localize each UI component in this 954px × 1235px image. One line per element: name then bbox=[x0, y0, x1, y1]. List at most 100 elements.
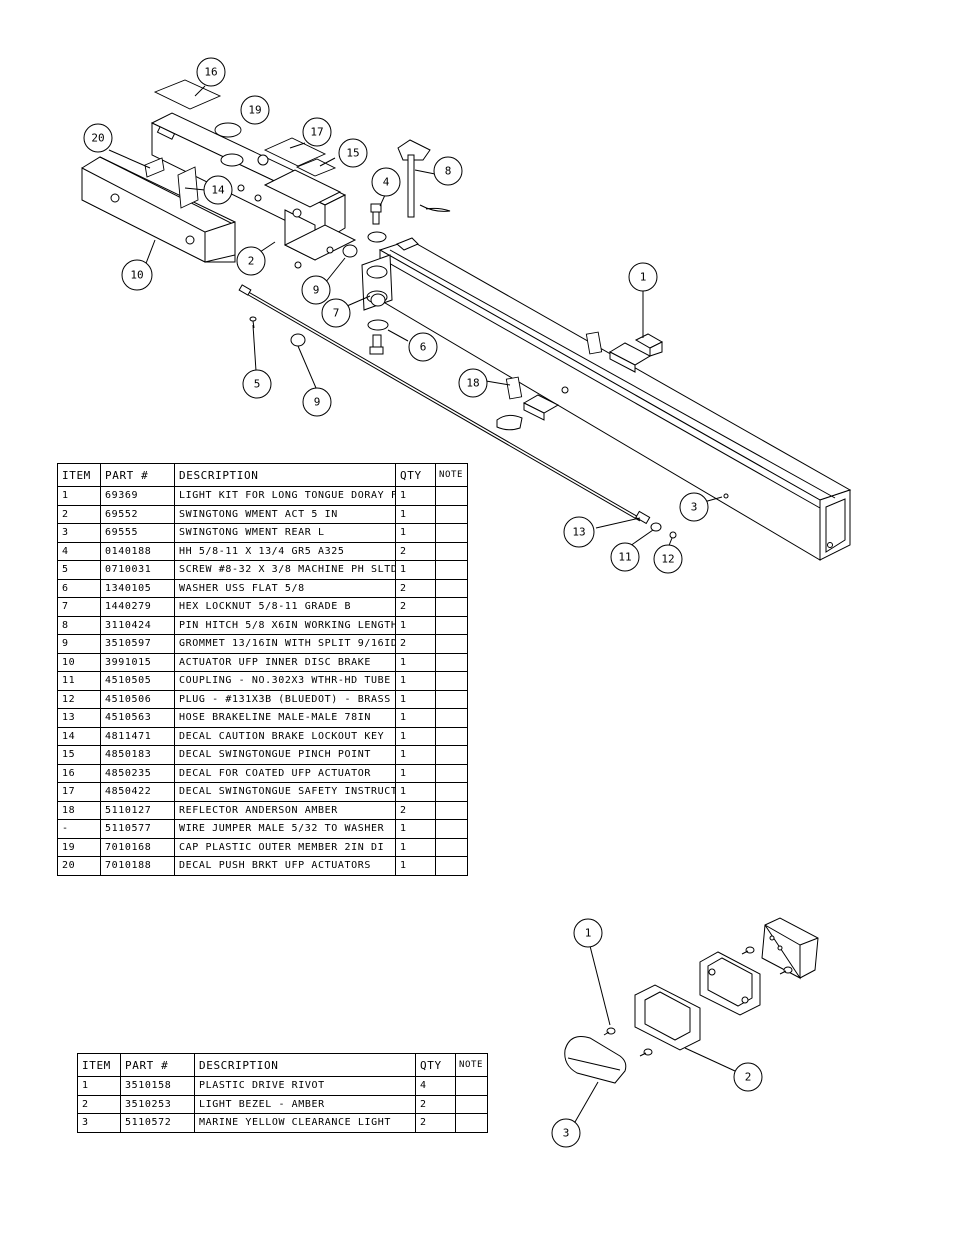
cell-qty: 1 bbox=[395, 652, 436, 672]
cell-qty: 1 bbox=[395, 819, 436, 839]
callout-2: 2 bbox=[237, 247, 265, 275]
callout-light-2-text: 2 bbox=[745, 1071, 752, 1084]
callout-13: 13 bbox=[564, 517, 594, 547]
cell-description: PLUG - #131X3B (BLUEDOT) - BRASS bbox=[174, 689, 396, 709]
cell-qty: 1 bbox=[395, 560, 436, 580]
cell-note bbox=[435, 782, 468, 802]
tongue-beam bbox=[380, 238, 850, 560]
callout-1-text: 1 bbox=[640, 271, 647, 284]
cell-item: 7 bbox=[57, 597, 101, 617]
cell-part: 3510158 bbox=[120, 1076, 195, 1096]
callout-light-1: 1 bbox=[574, 919, 602, 947]
callout-light-3: 3 bbox=[552, 1119, 580, 1147]
cell-part: 69552 bbox=[100, 504, 175, 524]
cell-description: DECAL PUSH BRKT UFP ACTUATORS bbox=[174, 856, 396, 876]
cell-description: PLASTIC DRIVE RIVOT bbox=[194, 1076, 416, 1096]
cell-note bbox=[435, 856, 468, 876]
cell-item: 1 bbox=[77, 1076, 121, 1096]
cell-part: 4811471 bbox=[100, 726, 175, 746]
decal-20 bbox=[145, 158, 164, 177]
callout-6-text: 6 bbox=[420, 341, 427, 354]
cell-description: LIGHT BEZEL - AMBER bbox=[194, 1094, 416, 1114]
cell-qty: 2 bbox=[395, 597, 436, 617]
cell-qty: 1 bbox=[395, 615, 436, 635]
cell-part: 69369 bbox=[100, 486, 175, 506]
callout-10-text: 10 bbox=[130, 269, 143, 282]
header-qty: QTY bbox=[395, 463, 436, 487]
cell-part: 0710031 bbox=[100, 560, 175, 580]
cell-part: 4850422 bbox=[100, 782, 175, 802]
callout-9-upper-text: 9 bbox=[313, 284, 320, 297]
cell-item: 4 bbox=[57, 541, 101, 561]
callout-1: 1 bbox=[629, 263, 657, 291]
cell-part: 4850235 bbox=[100, 763, 175, 783]
grommet-9a bbox=[343, 245, 357, 257]
callout-11: 11 bbox=[611, 543, 639, 571]
cell-qty: 4 bbox=[415, 1076, 456, 1096]
cell-item: 16 bbox=[57, 763, 101, 783]
cell-part: 4510506 bbox=[100, 689, 175, 709]
cell-qty: 2 bbox=[395, 800, 436, 820]
callout-12: 12 bbox=[654, 545, 682, 573]
callout-5-text: 5 bbox=[254, 378, 261, 391]
cell-note bbox=[435, 597, 468, 617]
cell-item: 20 bbox=[57, 856, 101, 876]
cell-note bbox=[435, 541, 468, 561]
locknut-7 bbox=[371, 294, 385, 306]
cell-item: 6 bbox=[57, 578, 101, 598]
callout-6: 6 bbox=[409, 333, 437, 361]
cell-item: 12 bbox=[57, 689, 101, 709]
cell-qty: 1 bbox=[395, 856, 436, 876]
callout-10: 10 bbox=[122, 260, 152, 290]
callout-19: 19 bbox=[241, 96, 269, 124]
cell-part: 7010168 bbox=[100, 837, 175, 857]
decal-16 bbox=[155, 80, 220, 109]
callout-16: 16 bbox=[197, 58, 225, 86]
cell-item: 3 bbox=[57, 523, 101, 543]
cell-part: 7010188 bbox=[100, 856, 175, 876]
cell-note bbox=[435, 800, 468, 820]
callout-7-text: 7 bbox=[333, 307, 340, 320]
cell-description: HH 5/8-11 X 13/4 GR5 A325 bbox=[174, 541, 396, 561]
cell-description: CAP PLASTIC OUTER MEMBER 2IN DI bbox=[174, 837, 396, 857]
plug-12 bbox=[670, 532, 676, 538]
cell-description: MARINE YELLOW CLEARANCE LIGHT bbox=[194, 1113, 416, 1133]
cell-item: 17 bbox=[57, 782, 101, 802]
callout-11-text: 11 bbox=[618, 551, 631, 564]
reflector-18a bbox=[586, 332, 601, 354]
cell-qty: 1 bbox=[395, 708, 436, 728]
callout-12-text: 12 bbox=[661, 553, 674, 566]
cell-note bbox=[435, 523, 468, 543]
cell-note bbox=[455, 1094, 488, 1114]
actuator bbox=[82, 157, 235, 262]
callout-2-text: 2 bbox=[248, 255, 255, 268]
cell-description: PIN HITCH 5/8 X6IN WORKING LENGTH bbox=[174, 615, 396, 635]
header-note: NOTE bbox=[435, 463, 468, 487]
callout-5: 5 bbox=[243, 370, 271, 398]
cell-note bbox=[435, 486, 468, 506]
light-assy-lower bbox=[497, 395, 558, 430]
cell-note bbox=[435, 578, 468, 598]
bolt-4 bbox=[371, 204, 381, 224]
cell-note bbox=[435, 671, 468, 691]
callout-16-text: 16 bbox=[204, 66, 217, 79]
cell-part: 4510563 bbox=[100, 708, 175, 728]
cell-qty: 1 bbox=[395, 486, 436, 506]
cell-qty: 1 bbox=[395, 523, 436, 543]
cell-part: 69555 bbox=[100, 523, 175, 543]
callout-14-text: 14 bbox=[211, 184, 225, 197]
cell-item: 3 bbox=[77, 1113, 121, 1133]
cell-qty: 2 bbox=[395, 578, 436, 598]
